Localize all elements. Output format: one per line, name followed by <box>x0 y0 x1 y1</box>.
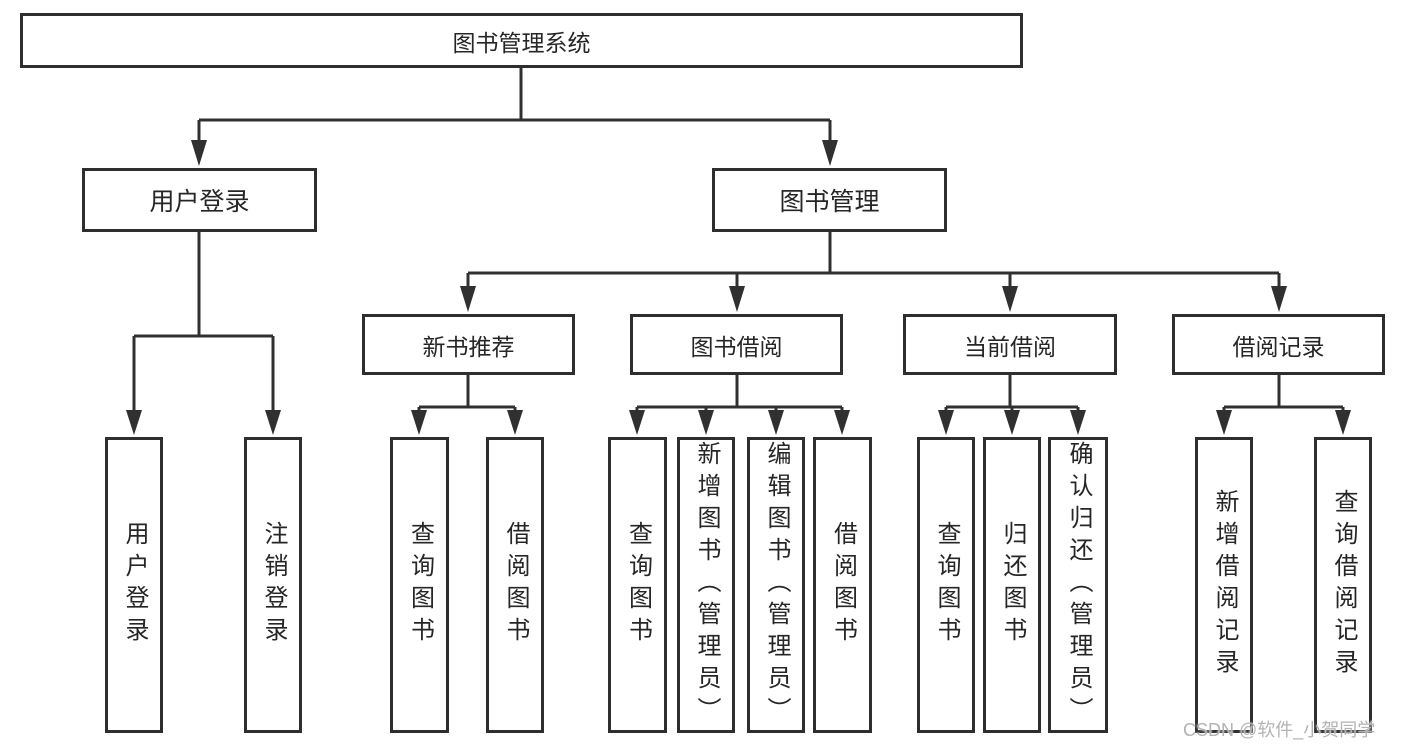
leaf-query-books-current: 查询图书 <box>917 437 975 733</box>
leaf-add-books-admin: 新增图书（管理员） <box>677 437 735 733</box>
arrow-down-icon <box>1216 410 1232 435</box>
connector-book-mgmt-to-level3 <box>460 232 1287 312</box>
leaf-query-books-borrowing: 查询图书 <box>608 437 667 733</box>
arrow-down-icon <box>1004 410 1020 435</box>
leaf-user-login: 用户登录 <box>105 437 163 733</box>
connector-borrow-records-to-leaves <box>1216 375 1351 435</box>
node-user-login: 用户登录 <box>82 168 317 232</box>
arrow-down-icon <box>729 286 745 312</box>
arrow-down-icon <box>460 286 476 312</box>
arrow-down-icon <box>629 410 645 435</box>
arrow-down-icon <box>1070 410 1086 435</box>
node-library-system: 图书管理系统 <box>20 13 1023 68</box>
node-current-borrowing: 当前借阅 <box>903 314 1117 375</box>
arrow-down-icon <box>507 410 523 435</box>
arrow-down-icon <box>698 410 714 435</box>
connector-new-book-to-leaves <box>411 375 523 435</box>
leaf-add-borrow-record: 新增借阅记录 <box>1195 437 1253 733</box>
leaf-borrow-books-borrowing: 借阅图书 <box>813 437 872 733</box>
node-new-book-recommend: 新书推荐 <box>362 314 575 375</box>
connector-root-to-level2 <box>191 67 838 166</box>
leaf-confirm-return-admin: 确认归还（管理员） <box>1048 437 1108 733</box>
watermark: CSDN @软件_小贺同学 <box>1183 720 1376 740</box>
leaf-return-books: 归还图书 <box>983 437 1041 733</box>
leaf-logout: 注销登录 <box>244 437 302 733</box>
arrow-down-icon <box>191 140 207 166</box>
arrow-down-icon <box>1271 286 1287 312</box>
leaf-edit-books-admin: 编辑图书（管理员） <box>747 437 805 733</box>
connector-user-login-to-leaves <box>126 232 281 435</box>
node-book-borrowing: 图书借阅 <box>630 314 843 375</box>
arrow-down-icon <box>126 410 142 435</box>
node-borrowing-records: 借阅记录 <box>1172 314 1385 375</box>
leaf-borrow-books-newbook: 借阅图书 <box>486 437 544 733</box>
arrow-down-icon <box>822 140 838 166</box>
arrow-down-icon <box>411 410 427 435</box>
connector-current-borrow-to-leaves <box>938 375 1086 435</box>
connector-book-borrow-to-leaves <box>629 375 850 435</box>
arrow-down-icon <box>834 410 850 435</box>
arrow-down-icon <box>938 410 954 435</box>
leaf-query-books-newbook: 查询图书 <box>390 437 449 733</box>
leaf-query-borrow-record: 查询借阅记录 <box>1314 437 1372 733</box>
arrow-down-icon <box>265 410 281 435</box>
node-book-management: 图书管理 <box>712 168 947 232</box>
arrow-down-icon <box>768 410 784 435</box>
arrow-down-icon <box>1335 410 1351 435</box>
arrow-down-icon <box>1002 286 1018 312</box>
